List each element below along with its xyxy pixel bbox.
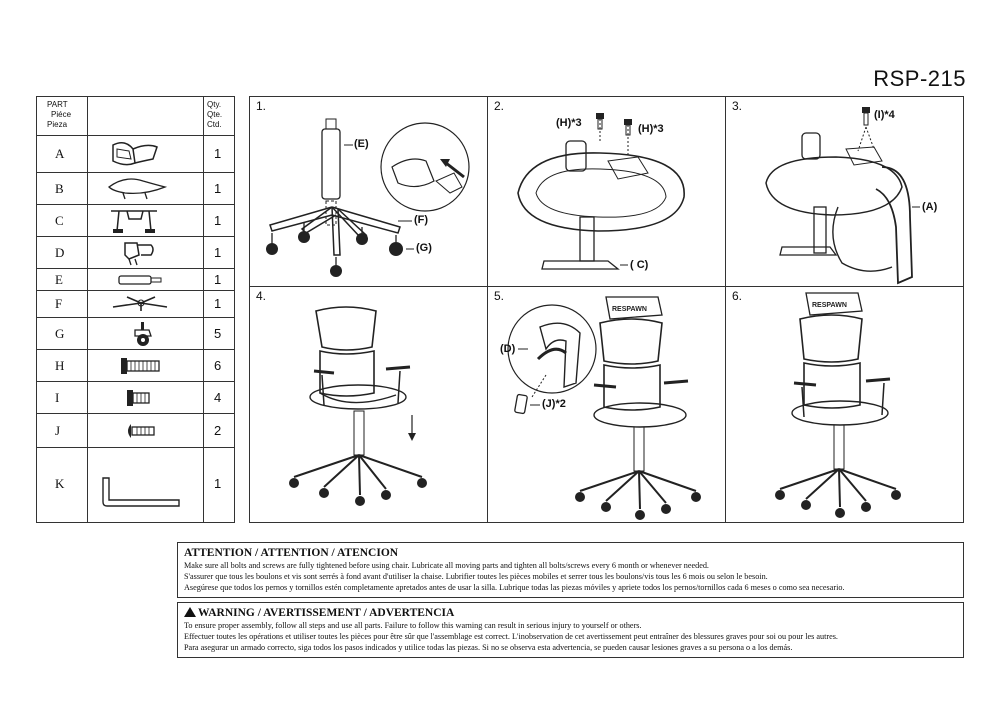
parts-table: PART Piéce Pieza Qty. Qte. Ctd. A 1 B 1 … <box>36 96 235 523</box>
part-row-d: D 1 <box>37 237 234 269</box>
warning-triangle-icon <box>184 607 196 617</box>
attention-line-fr: S'assurer que tous les boulons et vis so… <box>184 572 768 581</box>
part-row-g: G 5 <box>37 318 234 350</box>
warning-box: WARNING / AVERTISSEMENT / ADVERTENCIA To… <box>177 602 964 658</box>
warning-line-fr: Effectuer toutes les opérations et utili… <box>184 632 838 641</box>
parts-table-header: PART Piéce Pieza Qty. Qte. Ctd. <box>37 97 234 136</box>
label-f: (F) <box>414 214 429 226</box>
label-c: ( C) <box>630 259 649 271</box>
step-1: 1. <box>249 96 488 287</box>
label-e: (E) <box>354 138 369 150</box>
seat-mechanism-icon <box>111 210 157 233</box>
part-row-j: J 2 <box>37 414 234 448</box>
label-j: (J)*2 <box>542 398 566 410</box>
headrest-logo: RESPAWN <box>612 306 647 313</box>
part-row-f: F 1 <box>37 291 234 318</box>
warning-line-en: To ensure proper assembly, follow all st… <box>184 621 642 630</box>
label-g: (G) <box>416 242 432 254</box>
warning-line-es: Para asegurar un armado correcto, siga t… <box>184 643 793 652</box>
caster-icon <box>134 322 152 346</box>
step-6: 6. RESPAWN <box>725 286 964 523</box>
part-row-b: B 1 <box>37 173 234 205</box>
attention-box: ATTENTION / ATTENTION / ATENCION Make su… <box>177 542 964 598</box>
part-row-k: K 1 <box>37 448 234 522</box>
step-2: 2. (H)*3 (H)*3 ( C) <box>487 96 726 287</box>
round-head-bolt-icon <box>128 424 155 438</box>
label-a: (A) <box>922 201 938 213</box>
part-row-a: A 1 <box>37 135 234 173</box>
label-h-right: (H)*3 <box>638 123 664 135</box>
part-qty: 1 <box>214 146 222 161</box>
seat-icon <box>108 178 168 200</box>
allen-key-icon <box>102 477 180 507</box>
attention-line-es: Asegúrese que todos los pernos y tornill… <box>184 583 845 592</box>
long-bolt-icon <box>121 358 160 374</box>
part-column-header: PART Piéce Pieza <box>47 100 72 129</box>
part-row-c: C 1 <box>37 205 234 237</box>
attention-line-en: Make sure all bolts and screws are fully… <box>184 561 709 570</box>
assembly-steps: 1. <box>249 96 964 523</box>
short-bolt-icon <box>127 390 150 406</box>
model-number: RSP-215 <box>873 66 966 91</box>
step-4: 4. <box>249 286 488 523</box>
star-base-illustration <box>269 206 401 256</box>
label-d: (D) <box>500 343 516 355</box>
star-base-icon <box>112 296 168 311</box>
part-row-i: I 4 <box>37 382 234 414</box>
warning-title: WARNING / AVERTISSEMENT / ADVERTENCIA <box>198 607 455 619</box>
qty-column-header: Qty. Qte. Ctd. <box>207 100 223 129</box>
detail-zoom-circle <box>380 122 470 212</box>
gas-cylinder-illustration <box>321 118 341 226</box>
backrest-frame-icon <box>112 142 158 166</box>
part-row-h: H 6 <box>37 350 234 382</box>
headrest-logo: RESPAWN <box>812 302 847 309</box>
gas-cylinder-icon <box>118 275 162 285</box>
step-5: 5. RESPAWN (D) (J)*2 <box>487 286 726 523</box>
label-i: (I)*4 <box>874 109 895 121</box>
step-number: 1. <box>256 99 267 113</box>
part-row-e: E 1 <box>37 269 234 291</box>
attention-title: ATTENTION / ATTENTION / ATENCION <box>184 547 399 559</box>
caster-illustrations <box>266 231 403 277</box>
label-h-left: (H)*3 <box>556 117 582 129</box>
insert-arrow-icon <box>445 161 465 179</box>
step-3: 3. (I)*4 (A) <box>725 96 964 287</box>
armrest-icon <box>124 242 154 266</box>
part-letter: A <box>55 146 65 161</box>
